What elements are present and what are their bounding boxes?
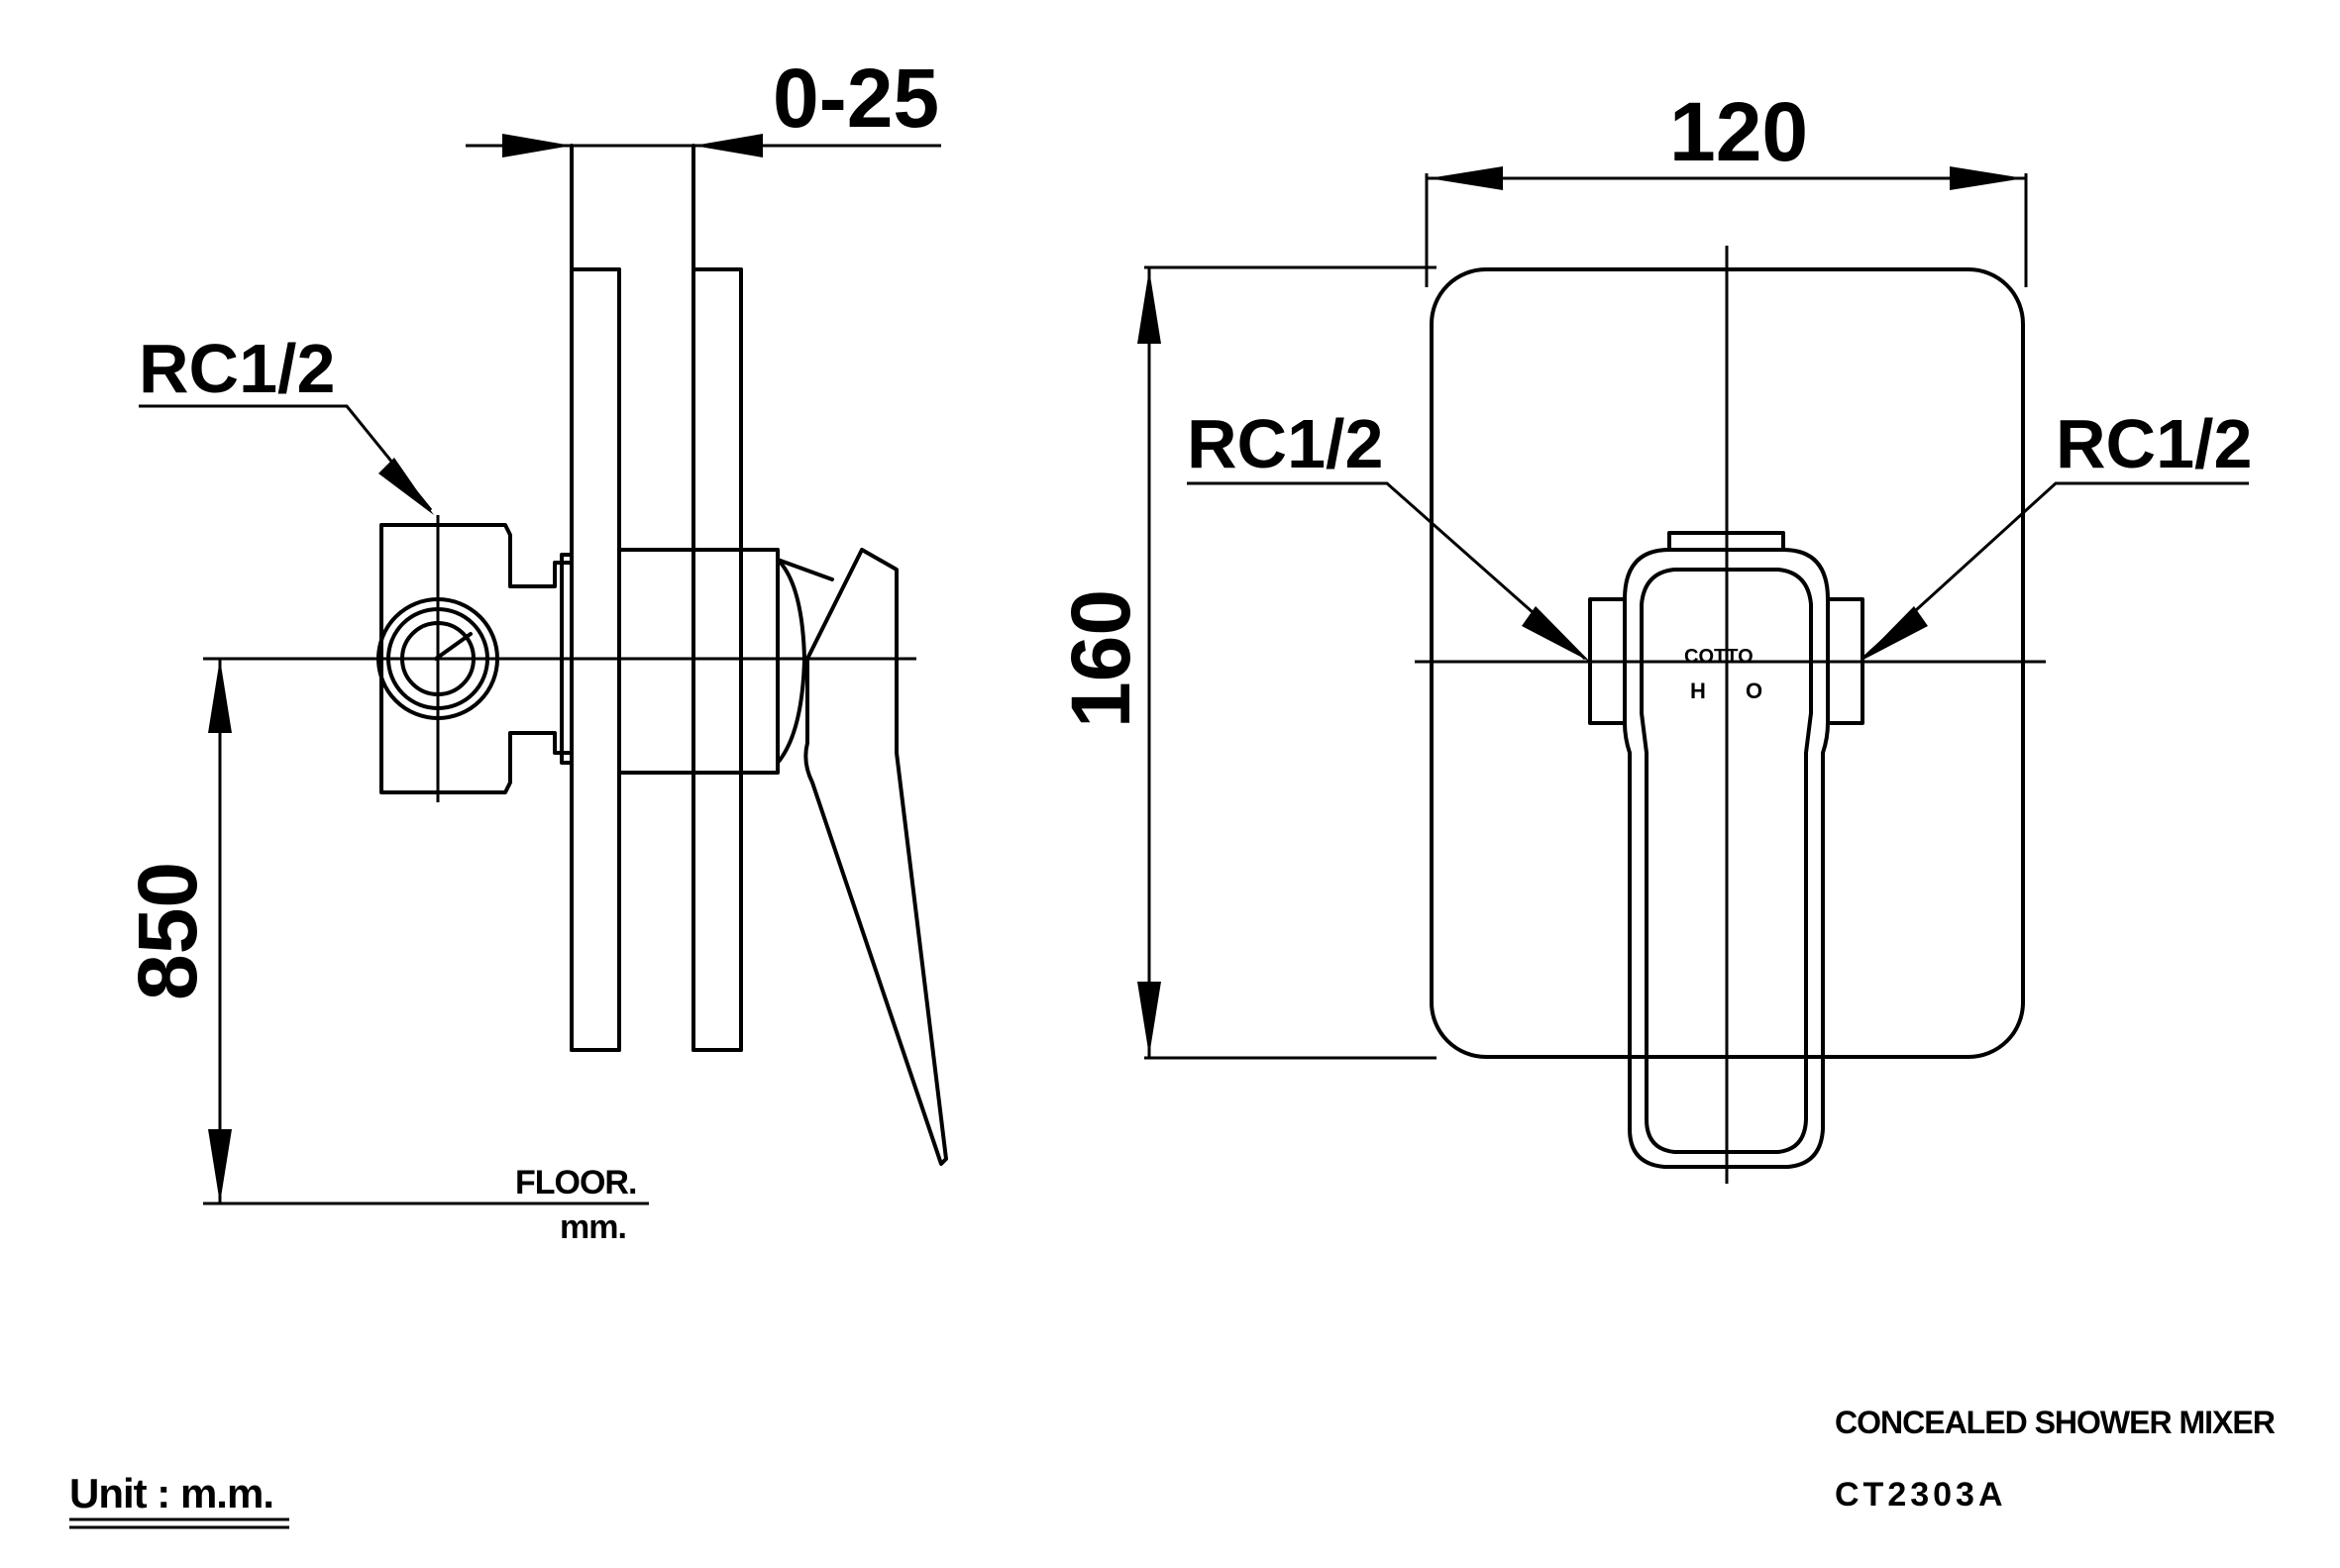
- front-right-inlet-leader: RC1/2: [1860, 405, 2252, 662]
- model-code: CT2303A: [1835, 1476, 2007, 1514]
- side-inlet-label: RC1/2: [139, 330, 335, 407]
- height-dimension: 850: [121, 659, 232, 1203]
- width-dimension: 120: [1425, 85, 2028, 287]
- brand-mark: COTTO: [1684, 646, 1754, 668]
- front-height-dimension: 160: [1054, 265, 1436, 1060]
- front-left-inlet-label: RC1/2: [1187, 405, 1383, 482]
- cartridge-housing: [560, 548, 834, 775]
- front-handle: COTTO H O: [1588, 531, 1864, 1169]
- side-inlet-leader: RC1/2: [139, 330, 434, 515]
- depth-dimension: 0-25: [466, 52, 941, 157]
- width-dimension-label: 120: [1669, 85, 1808, 178]
- side-view: 0-25: [121, 52, 948, 1246]
- depth-dimension-label: 0-25: [773, 52, 939, 145]
- floor-unit-label: mm.: [560, 1208, 626, 1246]
- lever-handle: [803, 548, 948, 1166]
- hot-label: H: [1690, 679, 1706, 703]
- front-left-inlet-leader: RC1/2: [1187, 405, 1590, 662]
- unit-note: Unit : m.m.: [69, 1470, 273, 1516]
- wall-section: [570, 144, 743, 1052]
- front-height-dimension-label: 160: [1054, 589, 1147, 728]
- floor-reference: FLOOR. mm.: [203, 1164, 649, 1246]
- title-block: CONCEALED SHOWER MIXER CT2303A Unit : m.…: [69, 1405, 2277, 1529]
- height-dimension-label: 850: [121, 862, 214, 1000]
- front-view: 120 160 COTTO H O RC1/2: [1054, 85, 2252, 1184]
- product-name: CONCEALED SHOWER MIXER: [1835, 1405, 2276, 1440]
- cold-label: O: [1746, 679, 1762, 703]
- front-right-inlet-label: RC1/2: [2056, 405, 2252, 482]
- floor-label: FLOOR.: [515, 1164, 636, 1202]
